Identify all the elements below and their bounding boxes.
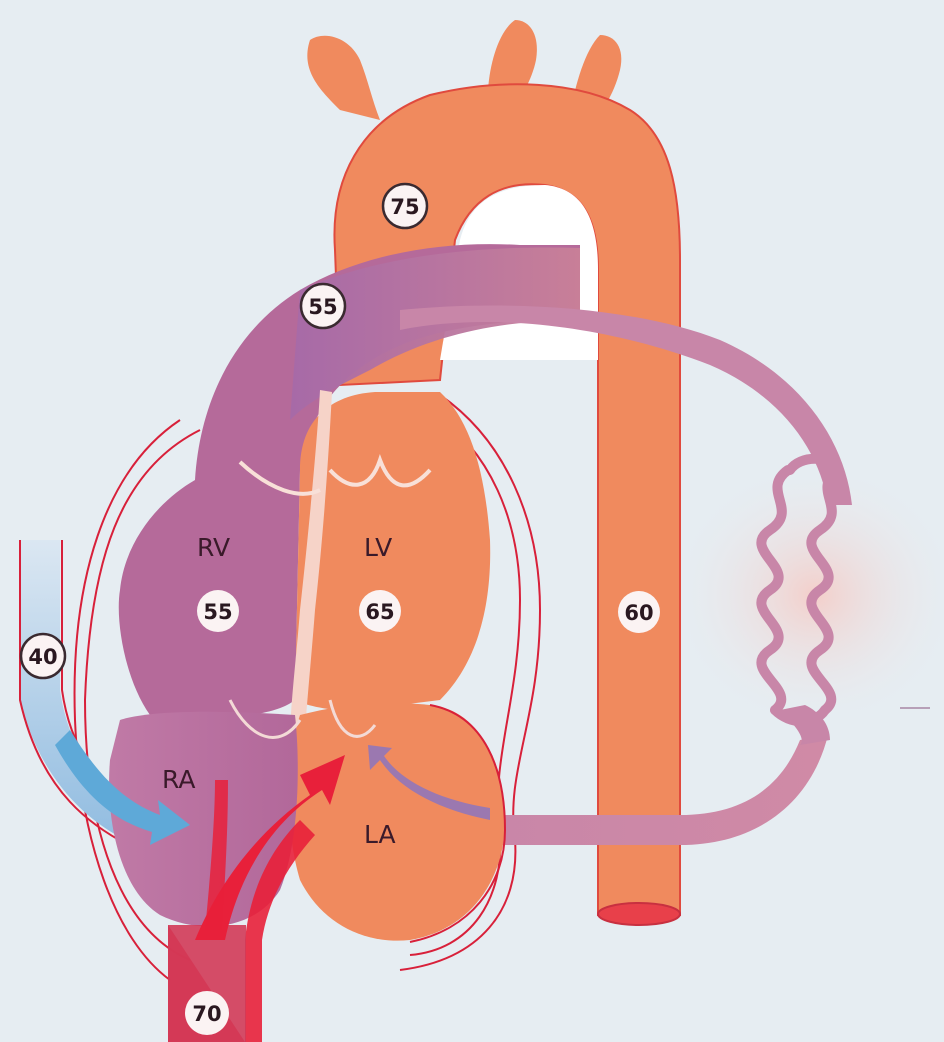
label-lv: LV (364, 533, 392, 562)
badge-svc-text: 40 (28, 645, 57, 669)
label-rv: RV (197, 533, 230, 562)
badge-pulmonary-artery-text: 55 (308, 295, 337, 319)
badge-descending-aorta: 60 (618, 591, 660, 633)
descending-aorta-end (598, 903, 680, 925)
badge-descending-aorta-text: 60 (624, 601, 653, 625)
badge-rv: 55 (197, 590, 239, 632)
badge-umbilical-vein-text: 70 (192, 1002, 221, 1026)
badge-aorta: 75 (383, 184, 427, 228)
badge-umbilical-vein: 70 (185, 991, 229, 1035)
badge-pulmonary-artery: 55 (301, 284, 345, 328)
left-atrium (289, 703, 505, 941)
label-la: LA (364, 820, 396, 849)
badge-rv-text: 55 (203, 600, 232, 624)
label-ra: RA (162, 765, 195, 794)
badge-aorta-text: 75 (390, 195, 419, 219)
badge-svc: 40 (21, 634, 65, 678)
badge-lv-text: 65 (365, 600, 394, 624)
badge-lv: 65 (359, 590, 401, 632)
